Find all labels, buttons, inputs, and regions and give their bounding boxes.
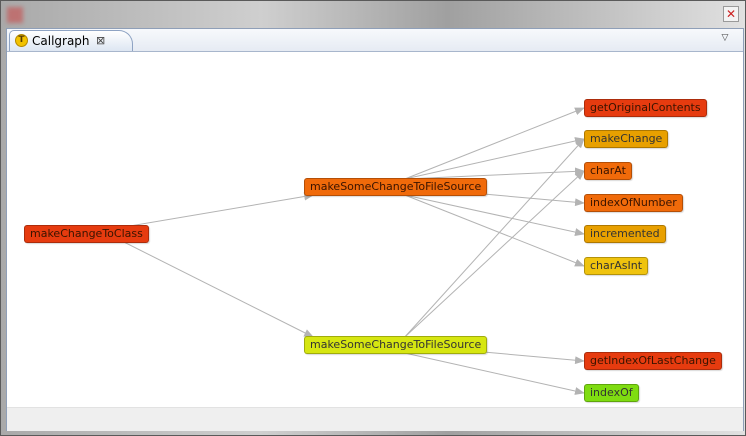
callgraph-canvas[interactable]: makeChangeToClass makeSomeChangeToFileSo… — [7, 52, 743, 407]
edge-mscA-to-charAsInt — [404, 194, 585, 267]
horizontal-scrollbar[interactable] — [7, 407, 743, 431]
edge-mscA-to-makeChange — [404, 137, 585, 180]
node-makeSomeChangeToFileSource[interactable]: makeSomeChangeToFileSource — [304, 336, 488, 354]
node-indexOf[interactable]: indexOf — [584, 384, 639, 402]
node-makeSomeChangeToFileSource[interactable]: makeSomeChangeToFileSource — [304, 178, 488, 196]
tab-close-icon[interactable]: ⊠ — [96, 34, 106, 47]
node-getIndexOfLastChange[interactable]: getIndexOfLastChange — [584, 352, 722, 370]
view-tab-bar: T Callgraph ⊠ ▽ — [7, 29, 743, 52]
app-icon — [7, 7, 23, 23]
edge-makeChangeToClass-to-mscA — [123, 192, 315, 228]
node-charAsInt[interactable]: charAsInt — [584, 257, 649, 275]
node-makeChangeToClass[interactable]: makeChangeToClass — [24, 225, 149, 243]
edge-mscA-to-getOriginalContents — [404, 107, 585, 180]
node-incremented[interactable]: incremented — [584, 225, 666, 243]
edge-mscA-to-incremented — [404, 194, 585, 236]
edge-makeChangeToClass-to-mscB — [123, 241, 315, 338]
window-close-icon[interactable]: ✕ — [723, 6, 739, 22]
edge-mscB-to-makeChange — [404, 138, 585, 338]
node-getOriginalContents[interactable]: getOriginalContents — [584, 99, 707, 117]
callgraph-view-icon: T — [15, 34, 28, 47]
node-makeChange[interactable]: makeChange — [584, 130, 669, 148]
edge-mscB-to-indexOf — [404, 352, 585, 395]
edge-mscB-to-charAt — [404, 170, 585, 338]
window-titlebar[interactable]: ✕ — [1, 1, 745, 27]
node-charAt[interactable]: charAt — [584, 162, 632, 180]
tab-label: Callgraph — [32, 34, 90, 48]
tab-callgraph[interactable]: T Callgraph ⊠ — [9, 30, 133, 51]
callgraph-view: T Callgraph ⊠ ▽ makeChangeToClass makeSo… — [6, 28, 744, 431]
view-menu-chevron-icon[interactable]: ▽ — [721, 33, 729, 43]
node-indexOfNumber[interactable]: indexOfNumber — [584, 194, 683, 212]
